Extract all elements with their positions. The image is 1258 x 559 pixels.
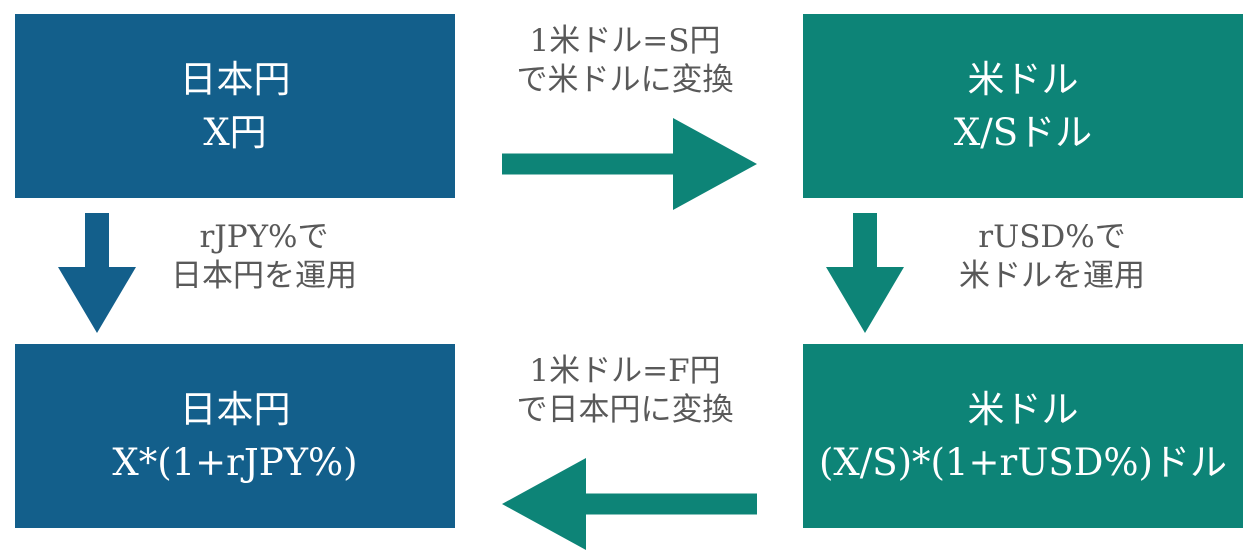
box-usd-start-currency: 米ドル [967,58,1079,101]
caption-invest-usd-line1: rUSD%で [978,219,1126,255]
box-usd-start-amount: X/Sドル [953,111,1093,154]
box-usd-end-currency: 米ドル [967,388,1079,431]
caption-invest-usd: rUSD%で 米ドルを運用 [959,218,1145,296]
box-jpy-start: 日本円 X円 [15,14,455,198]
caption-convert-to-jpy-line1: 1米ドル=F円 [529,353,721,389]
caption-convert-to-jpy: 1米ドル=F円 で日本円に変換 [517,352,734,430]
box-jpy-end: 日本円 X*(1+rJPY%) [15,344,455,528]
box-usd-end-amount: (X/S)*(1+rUSD%)ドル [819,441,1227,484]
box-jpy-start-amount: X円 [203,111,267,154]
caption-invest-jpy: rJPY%で 日本円を運用 [171,218,357,296]
box-jpy-end-amount: X*(1+rJPY%) [112,441,358,484]
caption-invest-jpy-line2: 日本円を運用 [171,258,357,294]
caption-convert-to-jpy-line2: で日本円に変換 [516,392,734,428]
caption-invest-usd-line2: 米ドルを運用 [959,258,1145,294]
caption-convert-to-usd-line1: 1米ドル=S円 [529,23,721,59]
box-usd-end: 米ドル (X/S)*(1+rUSD%)ドル [803,344,1243,528]
arrow-down-icon [58,213,136,333]
arrow-right-icon [502,118,757,210]
arrow-left-icon [502,458,757,550]
arrow-down-icon [826,213,904,333]
box-jpy-end-currency: 日本円 [179,388,291,431]
caption-convert-to-usd: 1米ドル=S円 で米ドルに変換 [517,22,734,100]
caption-convert-to-usd-line2: で米ドルに変換 [516,62,734,98]
box-jpy-start-currency: 日本円 [179,58,291,101]
caption-invest-jpy-line1: rJPY%で [199,219,329,255]
box-usd-start: 米ドル X/Sドル [803,14,1243,198]
